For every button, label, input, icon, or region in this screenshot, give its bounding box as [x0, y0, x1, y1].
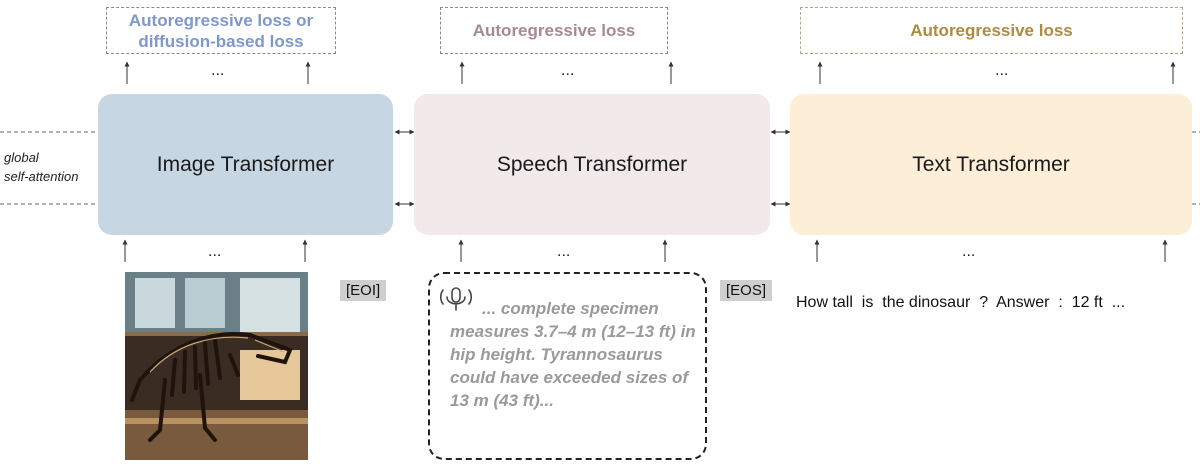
speech-loss-label: Autoregressive loss: [472, 21, 636, 40]
attention-lines: [0, 131, 1200, 205]
global-attention-line2: self-attention: [4, 169, 79, 184]
speech-loss-box: Autoregressive loss: [440, 7, 668, 54]
text-input-tokens: How tall is the dinosaur ? Answer : 12 f…: [796, 294, 1126, 311]
cross-attention-arrows: [394, 129, 791, 207]
eos-token: [EOS]: [720, 280, 773, 301]
speech-output-ellipsis: ...: [561, 62, 575, 79]
speech-input-ellipsis: ...: [557, 243, 571, 260]
dinosaur-image: [125, 272, 308, 460]
global-attention-label: global self-attention: [4, 148, 78, 186]
text-loss-box: Autoregressive loss: [800, 7, 1183, 54]
microphone-icon: [439, 287, 473, 311]
image-transformer-label: Image Transformer: [156, 152, 335, 176]
image-transformer: Image Transformer: [98, 94, 393, 235]
text-transformer-label: Text Transformer: [912, 152, 1070, 176]
image-output-ellipsis: ...: [211, 62, 225, 79]
speech-transcript: ... complete specimen measures 3.7–4 m (…: [450, 299, 696, 410]
speech-transformer-label: Speech Transformer: [496, 152, 688, 176]
text-input-ellipsis: ...: [962, 243, 976, 260]
text-loss-label: Autoregressive loss: [910, 21, 1073, 40]
speech-transformer: Speech Transformer: [414, 94, 770, 235]
image-loss-box: Autoregressive loss or diffusion-based l…: [106, 7, 336, 54]
output-arrows: [124, 61, 1176, 84]
image-input-ellipsis: ...: [208, 243, 222, 260]
image-loss-label: Autoregressive loss or diffusion-based l…: [128, 10, 314, 51]
speech-input-box: [428, 272, 707, 460]
text-transformer: Text Transformer: [790, 94, 1192, 235]
eoi-token: [EOI]: [340, 280, 387, 301]
text-output-ellipsis: ...: [995, 62, 1009, 79]
input-arrows: [122, 239, 1168, 262]
global-attention-line1: global: [4, 150, 39, 165]
